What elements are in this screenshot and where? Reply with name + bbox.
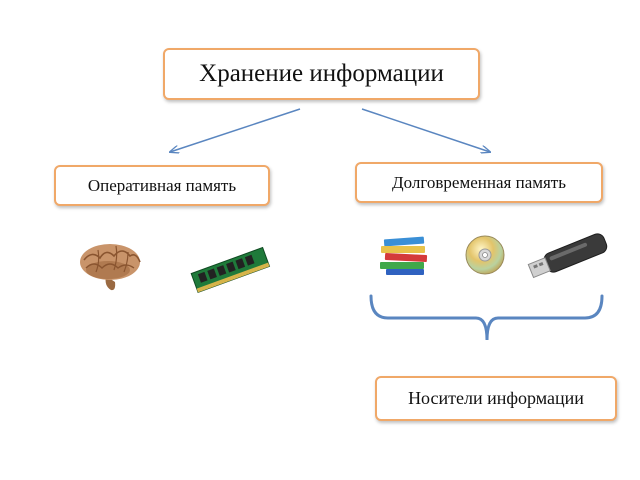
storage-media-label: Носители информации [408,388,584,408]
cd-disc-icon [465,235,505,275]
operative-memory-box: Оперативная память [54,165,270,206]
diagram-title: Хранение информации [199,60,444,87]
operative-memory-label: Оперативная память [87,175,237,195]
arrow-to-long-term-memory [361,108,490,152]
long-term-memory-label: Долговременная память [392,172,566,192]
usb-flash-drive-icon [527,233,608,279]
storage-media-box: Носители информации [375,376,617,421]
long-term-memory-box: Долговременная память [355,162,603,203]
arrow-to-operative-memory [170,108,301,152]
brain-icon [80,244,141,291]
title-box: Хранение информации [163,48,480,100]
ram-module-icon [190,246,271,293]
books-icon [380,236,428,275]
media-grouping-brace [369,294,604,341]
